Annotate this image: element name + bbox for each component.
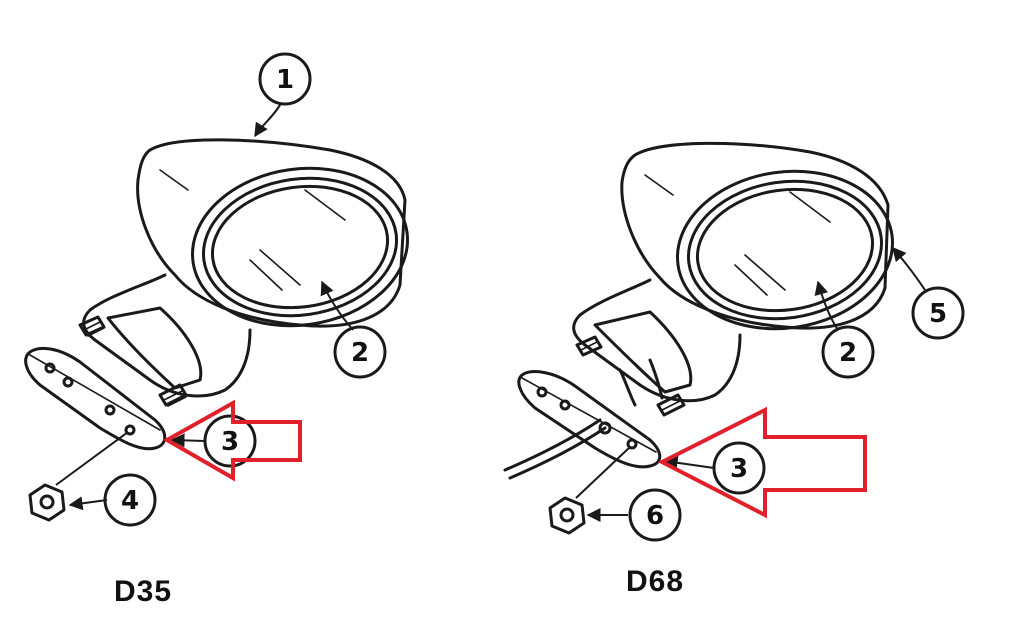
- d68-mirror-housing: [620, 141, 890, 330]
- d35-mirror-glass: [210, 184, 390, 310]
- d68-base-plate: [517, 370, 662, 469]
- d68-nut: [548, 496, 586, 535]
- d35-stud-lower: [158, 383, 188, 407]
- callout-2-right: 2: [821, 325, 875, 379]
- model-label-d68: D68: [626, 565, 684, 598]
- svg-text:4: 4: [121, 486, 139, 516]
- svg-text:2: 2: [351, 338, 369, 368]
- d35-mirror-rim: [191, 166, 409, 328]
- d68-mirror-glass: [695, 187, 875, 313]
- d68-stud-upper: [575, 335, 603, 357]
- red-arrow-right: [657, 406, 867, 519]
- d35-stud-upper: [78, 315, 106, 337]
- d35-nut: [28, 483, 66, 522]
- svg-text:6: 6: [646, 501, 664, 531]
- callout-6: 6: [628, 488, 682, 542]
- d68-assembly: 2 5 3 6 D68: [503, 141, 965, 598]
- d68-mirror-stem: [572, 278, 742, 403]
- callout-4: 4: [103, 473, 157, 527]
- d35-mirror-stem: [82, 273, 252, 398]
- svg-text:2: 2: [839, 338, 857, 368]
- svg-text:3: 3: [221, 427, 239, 457]
- red-arrow-left: [162, 399, 302, 482]
- d35-assembly: 1 2 3 4 D35: [24, 52, 409, 608]
- svg-text:1: 1: [276, 65, 294, 95]
- d35-base-plate: [24, 346, 167, 451]
- callout-3-left: 3: [203, 414, 257, 468]
- model-label-d35: D35: [114, 575, 172, 608]
- d68-mirror-rim: [676, 169, 894, 331]
- d35-mirror-housing: [136, 138, 407, 328]
- callout-2-left: 2: [333, 325, 387, 379]
- callout-1: 1: [258, 52, 312, 106]
- callout-5: 5: [911, 286, 965, 340]
- d68-stud-lower: [656, 393, 686, 417]
- d68-cable: [503, 418, 602, 472]
- callout-3-right: 3: [712, 441, 766, 495]
- svg-text:5: 5: [929, 299, 947, 329]
- svg-text:3: 3: [730, 454, 748, 484]
